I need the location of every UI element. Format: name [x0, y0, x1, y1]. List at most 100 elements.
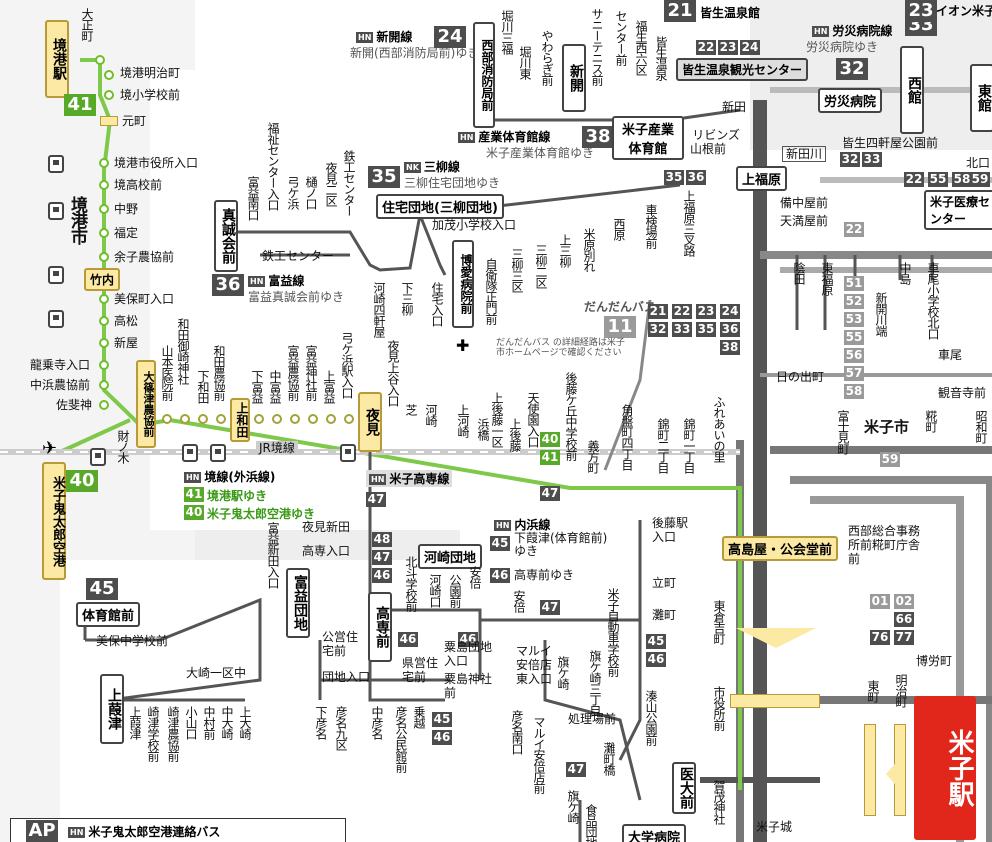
stop-marker[interactable] [104, 70, 114, 80]
stop-label: 新開川端 [874, 292, 888, 336]
stop-marker[interactable] [100, 116, 118, 126]
kawasaki-danchi[interactable]: 河崎団地 [418, 544, 483, 569]
stop-marker[interactable] [216, 414, 226, 424]
route-title-text: 新開線 [376, 30, 413, 44]
station-label: 大篠津農協前 [142, 371, 155, 437]
stop-marker[interactable] [99, 228, 109, 238]
bus-stop-icon [210, 444, 226, 462]
stop-label: 新田 [722, 100, 747, 114]
stop-label: 角盤町四丁目 [620, 404, 634, 470]
stop-marker[interactable] [99, 204, 109, 214]
stop-label: 中島 [898, 262, 912, 284]
route-number: 33 [862, 152, 882, 167]
station-yonago-airport[interactable]: 米子鬼太郎空港 [42, 462, 66, 580]
route-number: 76 [870, 630, 890, 645]
station-wada[interactable]: 上和田 [230, 398, 250, 442]
stop-marker[interactable] [99, 252, 109, 262]
stop-label: 中浜農協前 [30, 378, 91, 392]
stop-label: 高松 [114, 314, 139, 328]
university-hospital[interactable]: 大学病院 [622, 824, 687, 842]
stop-marker[interactable] [308, 414, 318, 424]
route-title-text: 内浜線 [514, 518, 551, 532]
station-takeuchi[interactable]: 竹内 [84, 268, 121, 291]
stop-label: 旗ケ崎 [556, 656, 570, 689]
hn-badge: HN [248, 276, 266, 287]
stop-label: 美保町入口 [114, 292, 175, 306]
stop-marker[interactable] [344, 414, 354, 424]
airplane-icon: ✈ [42, 438, 58, 459]
stop-label: 中彦名 [370, 706, 384, 739]
station-sakaiminato[interactable]: 境港駅 [45, 20, 69, 98]
route-number: 55 [844, 330, 864, 345]
stop-marker[interactable] [162, 414, 172, 424]
station-yonago[interactable]: 米子駅 [914, 696, 976, 840]
jutaku-danchi[interactable]: 住宅団地(三柳団地) [376, 194, 504, 219]
stop-label: 旗ケ崎 [566, 790, 580, 823]
stop-marker[interactable] [254, 414, 264, 424]
stop-marker[interactable] [290, 414, 300, 424]
route-number-23: 23 [905, 0, 937, 22]
stop-label: 下和田 [196, 370, 210, 403]
stop-label: 東福原 [820, 262, 834, 295]
stop-marker[interactable] [95, 55, 105, 65]
stop-marker[interactable] [272, 414, 282, 424]
stop-marker[interactable] [99, 380, 109, 390]
station-takashimaya[interactable]: 高島屋・公会堂前 [722, 536, 839, 561]
medical-center[interactable]: 米子医療センター [924, 190, 992, 230]
station-ooshinozu[interactable]: 大篠津農協前 [136, 360, 156, 448]
stop-marker[interactable] [730, 694, 820, 708]
stop-marker[interactable] [99, 158, 109, 168]
stop-marker[interactable] [864, 724, 876, 816]
station-fuke[interactable]: 夜見 [358, 392, 382, 452]
stop-label: 余子農協前 [114, 250, 175, 264]
stop-marker[interactable] [99, 180, 109, 190]
stop-label: 西部総合事務所前糀町庁舎前 [848, 524, 921, 566]
route-number: 22 [696, 40, 716, 55]
stop-label: 福祉センター入口 [266, 122, 280, 210]
stop-label: 西原 [612, 218, 626, 240]
stop-label: 天満屋前 [780, 214, 829, 228]
stop-marker[interactable] [99, 360, 109, 370]
stop-marker[interactable] [99, 400, 109, 410]
route-number: 45 [490, 536, 510, 551]
stop-marker[interactable] [198, 414, 208, 424]
route-number: 53 [844, 312, 864, 327]
stop-label: 車尾小学校北口 [926, 262, 940, 339]
stop-marker[interactable] [99, 316, 109, 326]
stop-label: 自衛隊正門前 [484, 258, 498, 324]
stop-label: 中大崎 [220, 706, 234, 739]
kaike-onsen-center[interactable]: 皆生温泉観光センター [676, 58, 809, 81]
gym-box[interactable]: 体育館前 [76, 602, 141, 627]
stop-label: 河崎口 [428, 574, 442, 607]
stop-label: 龍乗寺入口 [30, 358, 91, 372]
station-kamifukubara[interactable]: 上福原 [736, 166, 788, 191]
rosai-hospital[interactable]: 労災病院 [818, 88, 883, 113]
stop-label: 富益南口 [246, 176, 260, 220]
stop-marker[interactable] [99, 294, 109, 304]
route-dest-text: 米子鬼太郎空港ゆき [207, 507, 316, 521]
route-number: 36 [686, 170, 706, 185]
route-number: 47 [372, 550, 392, 565]
stop-label: 中村前 [202, 706, 216, 739]
stop-label: 東倉吉町 [712, 600, 726, 644]
stop-label: 上後藤 [508, 418, 522, 451]
stop-marker[interactable] [104, 90, 114, 100]
route-number: 22 [844, 222, 864, 237]
kaike-spa-label: 皆生温泉館 [700, 6, 761, 20]
route-number: 58 [844, 384, 864, 399]
stop-label: 立町 [652, 576, 677, 590]
stop-marker[interactable] [180, 414, 190, 424]
stop-label: サニーテニス前 [590, 8, 604, 85]
stop-label: 陰田 [792, 262, 806, 284]
stop-label: 加茂小学校入口 [432, 218, 517, 232]
stop-marker[interactable] [99, 338, 109, 348]
route-number-45: 45 [86, 578, 118, 600]
sangyo-gym[interactable]: 米子産業体育館 [612, 116, 684, 160]
station-label: 境港駅 [51, 38, 67, 80]
stop-label: 上三柳 [558, 234, 572, 267]
stop-label: 下富益 [250, 370, 264, 403]
stop-marker[interactable] [326, 414, 336, 424]
stop-label: 西部消防局前 [480, 39, 494, 111]
